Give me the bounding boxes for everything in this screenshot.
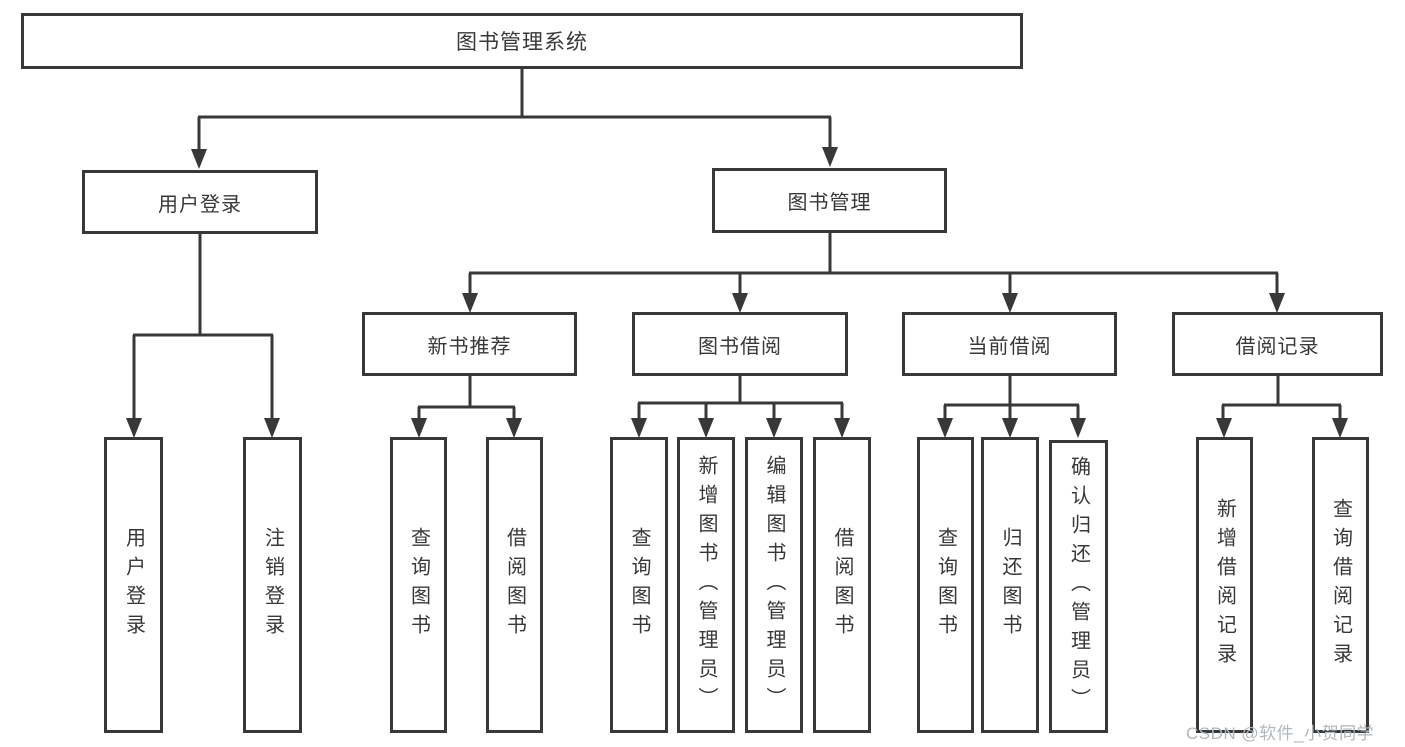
arrowhead-borrow-records (1269, 293, 1285, 313)
leaf-label: 用户登录 (122, 527, 145, 643)
leaf-label: 查询图书 (407, 527, 430, 643)
leaf-label: 确认归还（管理员） (1067, 456, 1090, 717)
arrowhead-book-management (822, 147, 838, 167)
arrowhead-leaf-return-book (1002, 418, 1018, 438)
leaf-borrow-books-2: 借阅图书 (813, 437, 871, 733)
leaf-label: 归还图书 (999, 527, 1021, 643)
node-label: 图书借阅 (698, 335, 782, 358)
arrowhead-leaf-add-record (1216, 418, 1232, 438)
arrowhead-new-book (462, 293, 478, 313)
arrowhead-current-borrow (1002, 293, 1018, 313)
leaf-label: 注销登录 (261, 527, 284, 643)
arrowhead-book-borrow (732, 293, 748, 313)
leaf-label: 查询图书 (934, 527, 957, 643)
arrowhead-user-login (191, 149, 207, 169)
leaf-query-borrow-record: 查询借阅记录 (1312, 437, 1369, 733)
node-label: 图书管理 (787, 192, 872, 214)
node-label: 用户登录 (158, 193, 242, 216)
leaf-label: 查询借阅记录 (1329, 498, 1352, 672)
arrowhead-leaf-add-book (698, 418, 714, 438)
arrowhead-leaf-edit-book (766, 418, 782, 438)
node-label: 当前借阅 (967, 335, 1052, 358)
arrowhead-leaf-logout (264, 418, 280, 438)
node-new-book-recommend: 新书推荐 (362, 312, 577, 376)
arrowhead-leaf-query-3 (937, 418, 953, 438)
leaf-confirm-return-admin: 确认归还（管理员） (1049, 440, 1108, 733)
leaf-label: 借阅图书 (831, 527, 853, 643)
leaf-label: 查询图书 (628, 527, 650, 643)
connector-root-branch (197, 69, 832, 151)
leaf-label: 新增图书（管理员） (695, 454, 717, 716)
arrowhead-leaf-query-2 (631, 418, 647, 438)
leaf-add-book-admin: 新增图书（管理员） (677, 437, 735, 733)
leaf-query-books-1: 查询图书 (390, 437, 447, 733)
connector-current-borrow-branch (943, 374, 1080, 420)
node-root-system: 图书管理系统 (21, 13, 1023, 69)
connector-book-management-branch (468, 231, 1279, 295)
leaf-label: 借阅图书 (503, 527, 526, 643)
leaf-label: 新增借阅记录 (1213, 498, 1236, 672)
leaf-query-books-2: 查询图书 (610, 437, 668, 733)
leaf-add-borrow-record: 新增借阅记录 (1196, 437, 1253, 733)
leaf-query-books-3: 查询图书 (917, 437, 974, 733)
arrowhead-leaf-login (126, 418, 142, 438)
node-book-management: 图书管理 (712, 168, 947, 233)
csdn-watermark: CSDN @软件_小贺同学 (1186, 724, 1375, 743)
arrowhead-leaf-query-record (1332, 418, 1348, 438)
node-label: 图书管理系统 (456, 31, 588, 54)
node-user-login: 用户登录 (82, 170, 318, 234)
arrowhead-leaf-query-1 (411, 418, 427, 438)
node-book-borrow: 图书借阅 (632, 312, 848, 376)
leaf-logout: 注销登录 (243, 437, 302, 733)
node-label: 新书推荐 (427, 335, 512, 358)
leaf-return-book: 归还图书 (981, 437, 1039, 733)
arrowhead-leaf-borrow-1 (506, 418, 522, 438)
connector-book-borrow-branch (637, 374, 844, 420)
arrowhead-leaf-confirm-return (1070, 418, 1086, 438)
leaf-borrow-books-1: 借阅图书 (486, 437, 543, 733)
connector-user-login-branch (132, 234, 274, 420)
node-current-borrow: 当前借阅 (902, 312, 1117, 376)
leaf-user-login: 用户登录 (104, 437, 163, 733)
leaf-edit-book-admin: 编辑图书（管理员） (745, 437, 803, 733)
arrowhead-leaf-borrow-2 (834, 418, 850, 438)
connector-new-book-branch (417, 374, 516, 420)
node-label: 借阅记录 (1235, 335, 1320, 358)
node-borrow-records: 借阅记录 (1172, 312, 1383, 376)
leaf-label: 编辑图书（管理员） (763, 454, 785, 716)
connector-borrow-records-branch (1221, 374, 1342, 420)
